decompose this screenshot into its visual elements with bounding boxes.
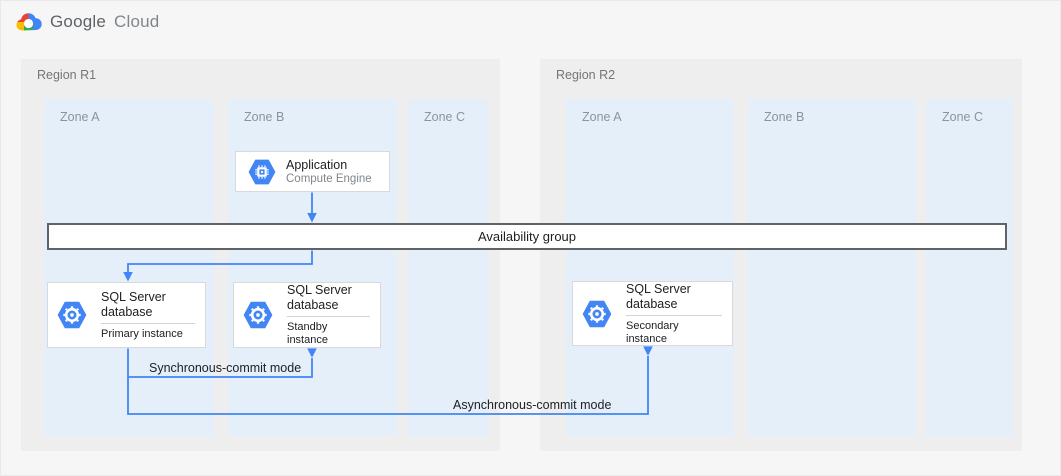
region-r2-zone-b: Zone B [748, 99, 916, 436]
logo-product-text: Cloud [114, 12, 160, 31]
sql-server-icon [243, 301, 273, 329]
sql-standby-card: SQL Server database Standby instance [233, 282, 381, 348]
zone-label: Zone A [582, 110, 622, 124]
sql-standby-subtitle: Standby instance [287, 321, 328, 346]
card-divider [101, 322, 195, 324]
card-divider [287, 316, 370, 317]
sql-server-icon [582, 300, 612, 327]
google-cloud-logo: Google Cloud [15, 11, 159, 33]
zone-label: Zone A [60, 110, 100, 124]
region-r2-zone-a: Zone A [566, 99, 734, 436]
application-card: Application Compute Engine [235, 151, 390, 192]
sql-server-icon [57, 301, 87, 329]
sql-secondary-subtitle: Secondary instance [626, 319, 679, 345]
region-r1-label: Region R1 [37, 68, 97, 82]
sql-standby-title: SQL Server database [287, 283, 352, 312]
compute-engine-icon [248, 159, 276, 184]
sql-primary-subtitle: Primary instance [101, 327, 183, 340]
sync-commit-label: Synchronous-commit mode [149, 361, 302, 375]
sql-primary-title: SQL Server database [101, 289, 166, 319]
region-r1-zone-b: Zone B [228, 99, 397, 436]
region-r2-label: Region R2 [556, 68, 616, 82]
region-r1-zone-a: Zone A [44, 99, 214, 436]
zone-label: Zone C [424, 110, 465, 124]
availability-group-label: Availability group [477, 229, 577, 244]
zone-label: Zone B [764, 110, 805, 124]
availability-group-bar: Availability group [47, 223, 1007, 250]
application-subtitle: Compute Engine [286, 172, 372, 185]
application-title: Application [286, 157, 348, 172]
zone-label: Zone C [942, 110, 983, 124]
async-commit-label: Asynchronous-commit mode [453, 398, 612, 412]
google-cloud-logo-icon [16, 13, 42, 31]
sql-primary-card: SQL Server database Primary instance [47, 282, 206, 348]
region-r1-zone-c: Zone C [408, 99, 488, 436]
card-divider [626, 314, 722, 316]
zone-label: Zone B [244, 110, 285, 124]
logo-brand-text: Google [50, 12, 107, 31]
sql-secondary-title: SQL Server database [626, 281, 691, 311]
sql-secondary-card: SQL Server database Secondary instance [572, 281, 733, 346]
region-r2-zone-c: Zone C [926, 99, 1013, 436]
